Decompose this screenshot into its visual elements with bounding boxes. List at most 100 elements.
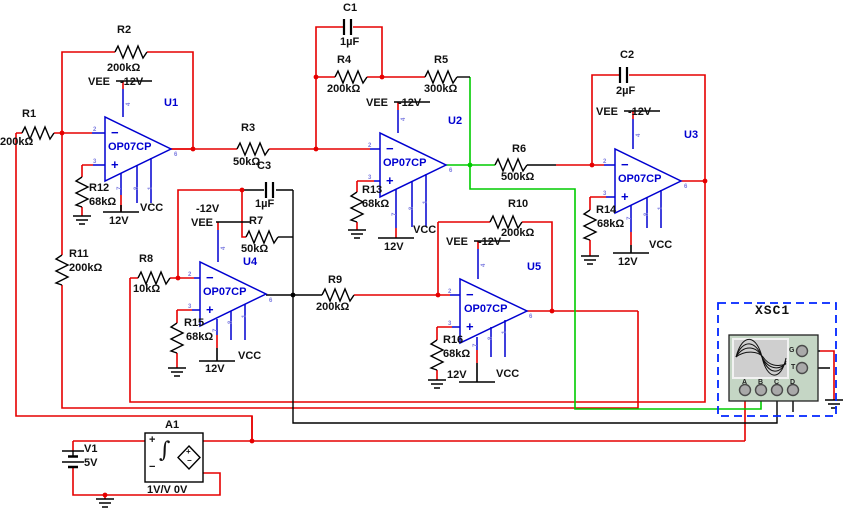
scope-waveform — [735, 338, 787, 376]
resistor-R4 — [334, 69, 368, 85]
wire — [469, 165, 762, 410]
capacitors[interactable] — [264, 19, 629, 198]
U1-vcc-label: VCC — [140, 202, 164, 214]
U1-pin2: 2 — [93, 127, 97, 133]
A1-integral-sign: ∫ — [159, 438, 171, 463]
resistor-R9 — [321, 287, 355, 303]
wire — [130, 189, 242, 279]
terminal-T[interactable] — [795, 361, 809, 375]
diamond-minus-sign: − — [187, 456, 192, 465]
U4-pin8: 8 — [228, 320, 234, 324]
ground — [73, 215, 91, 225]
R9-value: 200kΩ — [316, 301, 350, 313]
wire — [292, 190, 778, 424]
R5-value: 300kΩ — [424, 83, 458, 95]
U4-plus: + — [206, 302, 214, 317]
wire — [241, 190, 246, 238]
U2-vcc-label: VCC — [413, 224, 437, 236]
U1-pin1: 1 — [148, 186, 154, 190]
U5-pin3: 3 — [448, 321, 452, 327]
wire — [438, 221, 638, 312]
U5-ref: U5 — [527, 261, 542, 273]
oscilloscope-XSC1[interactable] — [717, 302, 837, 417]
wire — [354, 222, 450, 296]
U1-pin4: 4 — [126, 102, 132, 106]
ground — [581, 255, 599, 265]
wire — [122, 81, 634, 249]
opamp-U3 — [604, 119, 683, 232]
wire — [203, 396, 746, 442]
wire — [129, 74, 706, 403]
U3-plus: + — [621, 189, 629, 204]
U3-pin2: 2 — [603, 159, 607, 165]
U3-part: OP07CP — [618, 173, 662, 185]
scope-channel-D-label: D — [790, 379, 796, 386]
resistor-R12 — [74, 176, 90, 208]
R3-value: 50kΩ — [233, 156, 261, 168]
resistor-R3 — [236, 141, 270, 157]
scope-selection-border — [717, 302, 837, 417]
wire — [61, 133, 639, 409]
U4-vcc-value: 12V — [205, 363, 225, 375]
wire — [356, 180, 374, 230]
U2-vcc-value: 12V — [384, 241, 404, 253]
V1-ref: V1 — [84, 443, 98, 455]
terminal-C[interactable] — [770, 383, 784, 397]
U5-vcc-value: 12V — [447, 369, 467, 381]
resistor-R15 — [169, 322, 185, 354]
R2-value: 200kΩ — [107, 62, 141, 74]
U5-pin6: 6 — [529, 314, 533, 320]
R14-ref: R14 — [596, 204, 617, 216]
U1-ref: U1 — [164, 97, 179, 109]
dependent-source-diamond — [177, 444, 201, 471]
ground-symbols[interactable] — [73, 215, 843, 508]
terminal-G[interactable] — [795, 344, 809, 358]
U3-pin6: 6 — [684, 184, 688, 190]
controlled-source-A1[interactable] — [144, 432, 204, 483]
U5-pin7: 7 — [473, 343, 479, 347]
U3-pin8: 8 — [644, 212, 650, 216]
U5-plus: + — [466, 319, 474, 334]
R11-ref: R11 — [69, 248, 89, 260]
battery-V1[interactable] — [62, 450, 84, 469]
resistor-R16 — [429, 339, 445, 371]
wire — [176, 309, 192, 368]
resistor-R14 — [582, 209, 598, 241]
U3-vee-value: -12V — [628, 106, 652, 118]
terminal-A[interactable] — [738, 383, 752, 397]
terminal-D[interactable] — [786, 383, 800, 397]
R8-ref: R8 — [139, 253, 154, 265]
U3-vee-label: VEE — [596, 106, 619, 118]
opamps[interactable] — [92, 89, 683, 357]
XSC1-ref: XSC1 — [755, 303, 791, 318]
wire — [120, 195, 632, 363]
U2-ref: U2 — [448, 115, 463, 127]
opamp-U5 — [450, 249, 529, 357]
wire — [589, 196, 606, 256]
terminal-B[interactable] — [754, 383, 768, 397]
U4-vee-value: -12V — [196, 203, 220, 215]
C3-ref: C3 — [257, 160, 272, 172]
red-wires[interactable] — [15, 26, 835, 499]
ground — [168, 367, 186, 377]
wire — [436, 326, 452, 380]
vcc-bar-U1 — [103, 205, 139, 213]
R5-ref: R5 — [434, 54, 449, 66]
U5-vee-value: -12V — [478, 236, 502, 248]
resistor-R7 — [245, 229, 279, 245]
U3-ref: U3 — [684, 129, 699, 141]
R6-ref: R6 — [512, 143, 527, 155]
U5-pin4: 4 — [481, 263, 487, 267]
U2-pin1: 1 — [423, 200, 429, 204]
resistor-R5 — [424, 69, 458, 85]
resistor-R1 — [21, 125, 55, 141]
scope-gnd-label: G — [789, 347, 795, 354]
power-rail-bars[interactable] — [103, 80, 660, 383]
scope-channel-C-label: C — [774, 379, 780, 386]
resistors[interactable] — [21, 44, 598, 371]
U2-pin7: 7 — [392, 212, 398, 216]
opamp-U4 — [192, 230, 268, 340]
U1-vcc-value: 12V — [109, 215, 129, 227]
C1-ref: C1 — [343, 2, 358, 14]
